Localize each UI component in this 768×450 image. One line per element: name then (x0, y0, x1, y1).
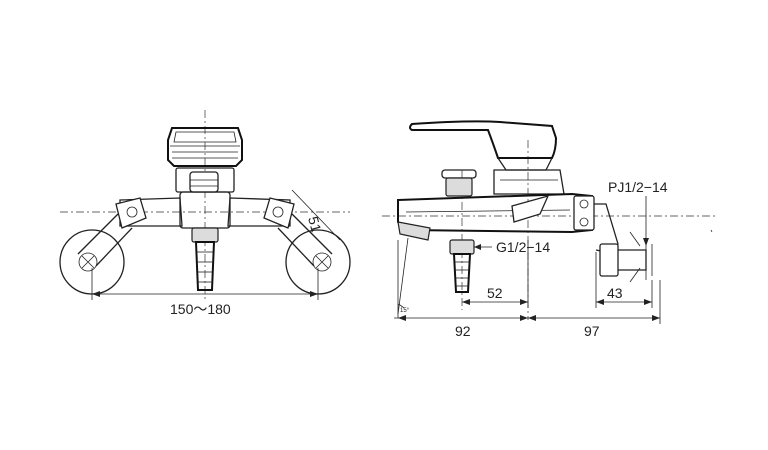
side-lever-handle (409, 120, 558, 171)
angle-dimension: 51 (291, 189, 341, 241)
front-left-arm (77, 197, 183, 267)
outlet-thread-callout: G1/2−14 (474, 239, 550, 255)
dim-43: 43 (595, 252, 653, 308)
spout-angle-dimension: 15° (397, 237, 410, 318)
width-range-dimension: 150～180 (91, 268, 319, 317)
dim-92-label: 92 (455, 323, 471, 339)
side-diverter-knob (441, 169, 477, 197)
outlet-thread-label: G1/2−14 (496, 239, 550, 255)
front-hose-nipple (191, 227, 219, 291)
reference-tick (710, 229, 713, 233)
side-wall-connector (573, 195, 653, 283)
width-range-label: 150～180 (170, 301, 231, 317)
dim-52: 52 (462, 240, 529, 308)
front-right-arm (227, 197, 333, 267)
front-handle (167, 127, 243, 167)
dim-97-label: 97 (584, 323, 600, 339)
angle-label: 51 (305, 215, 325, 234)
dim-43-label: 43 (607, 285, 623, 301)
dim-92-97: 92 97 (394, 280, 661, 339)
side-lever-wedge (511, 195, 550, 223)
side-view: G1/2−14 PJ1/2−14 15° 52 (382, 120, 716, 339)
front-view: 150～180 51 (59, 110, 351, 317)
spout-angle-label: 15° (400, 308, 410, 314)
side-body (397, 169, 593, 234)
dim-52-label: 52 (487, 285, 503, 301)
inlet-thread-callout: PJ1/2−14 (608, 179, 668, 246)
inlet-thread-label: PJ1/2−14 (608, 179, 668, 195)
side-spout-outlet (397, 221, 431, 241)
